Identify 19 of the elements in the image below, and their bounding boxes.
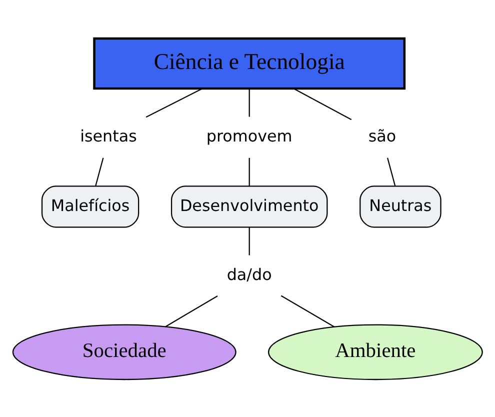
connector [248, 157, 250, 186]
node-text: promovem [206, 126, 292, 146]
node-box: Malefícios [41, 185, 140, 228]
node-box: Ciência e Tecnologia [93, 36, 406, 90]
connector [165, 294, 218, 327]
connector [248, 226, 250, 255]
node-text: são [368, 126, 396, 146]
connector [146, 88, 202, 118]
node-box: Neutras [360, 185, 442, 228]
connector [95, 157, 104, 186]
connector [386, 157, 396, 186]
connector [294, 88, 352, 120]
node-box: Desenvolvimento [170, 185, 328, 228]
node-ellipse: Sociedade [12, 324, 236, 380]
node-ellipse: Ambiente [268, 324, 483, 380]
connector [280, 294, 334, 327]
node-text: da/do [226, 264, 272, 284]
connector [248, 88, 250, 116]
node-text: isentas [80, 126, 137, 146]
